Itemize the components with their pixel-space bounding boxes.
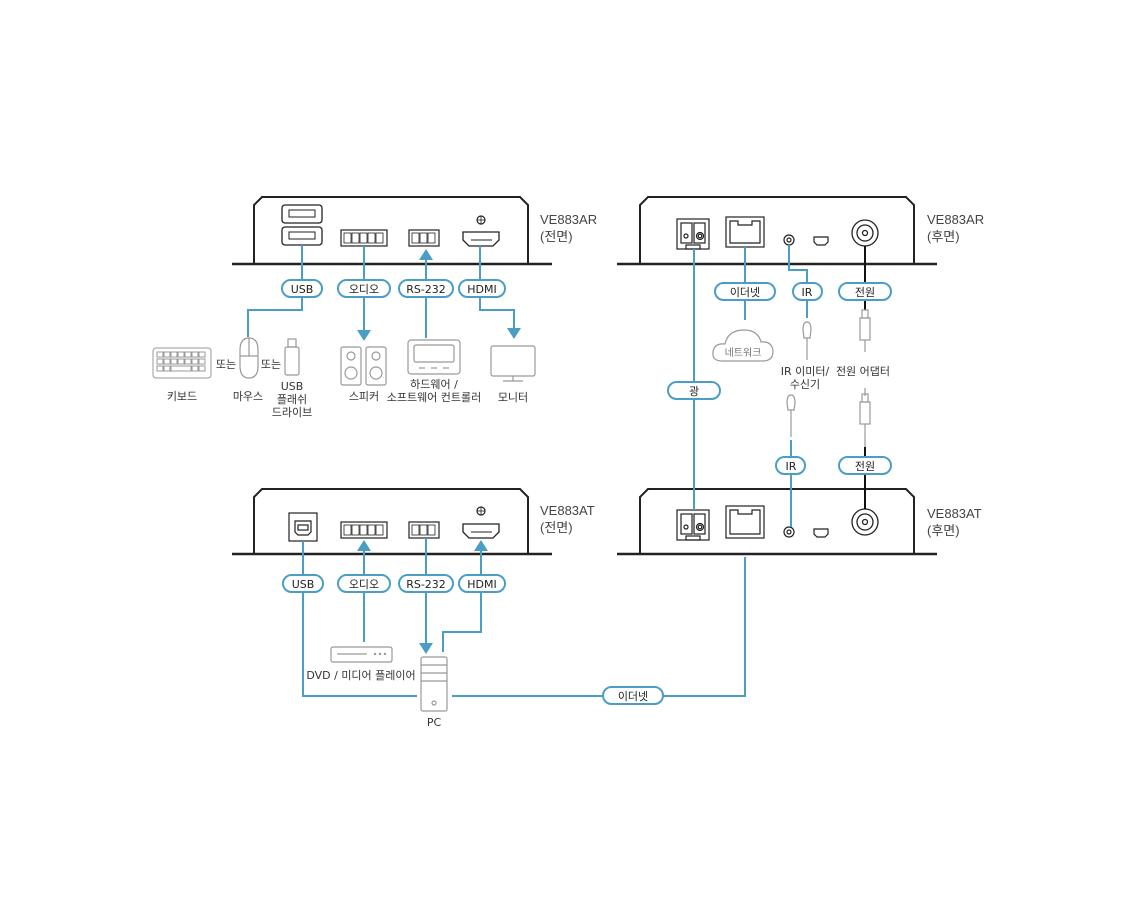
- or-label-2: 또는: [261, 358, 281, 371]
- speaker-label: 스피커: [349, 390, 379, 403]
- ve883at-front-panel: VE883AT (전면): [232, 488, 595, 556]
- svg-text:전원: 전원: [855, 286, 875, 299]
- hdmi-port-icon: [462, 215, 500, 247]
- pill-usb-at: USB: [282, 574, 324, 593]
- pc-icon: [420, 656, 448, 712]
- svg-text:USB: USB: [291, 283, 314, 296]
- power-adapter-label: 전원 어댑터: [836, 365, 890, 378]
- arrow-to-audio: [357, 540, 371, 551]
- audio-terminal-icon: [340, 229, 388, 247]
- ar-front-model: VE883AR: [540, 212, 597, 227]
- fiber-port-icon: [676, 218, 710, 250]
- usb-flash-label-2: 플래쉬: [277, 393, 307, 406]
- pill-ir-ar: IR: [792, 282, 823, 301]
- ir-device-label-1: IR 이미터/: [781, 365, 830, 378]
- at-front-side: (전면): [540, 520, 573, 535]
- pill-ir-at: IR: [775, 456, 806, 475]
- ar-front-side: (전면): [540, 229, 573, 244]
- pill-rs232-ar: RS-232: [398, 279, 454, 298]
- mouse-icon: [239, 337, 259, 379]
- network-label: 네트워크: [725, 346, 762, 359]
- ve883at-rear-panel: VE883AT (후면): [617, 488, 982, 556]
- mini-usb-port-icon: [813, 528, 829, 538]
- mini-usb-port-icon: [813, 236, 829, 246]
- pill-hdmi-at: HDMI: [458, 574, 506, 593]
- pc-label: PC: [427, 716, 442, 729]
- svg-text:이더넷: 이더넷: [618, 690, 648, 703]
- pill-ethernet-bottom: 이더넷: [602, 686, 664, 705]
- usb-flash-label-3: 드라이브: [272, 406, 312, 419]
- audio-terminal-icon: [340, 521, 388, 539]
- ar-rear-side: (후면): [927, 229, 960, 244]
- svg-text:USB: USB: [292, 578, 315, 591]
- hdmi-port-icon: [462, 506, 500, 539]
- controller-label-1: 하드웨어 /: [410, 377, 458, 391]
- monitor-icon: [490, 345, 536, 382]
- svg-text:이더넷: 이더넷: [730, 286, 760, 299]
- pill-audio-at: 오디오: [337, 574, 391, 593]
- dvd-label: DVD / 미디어 플레이어: [306, 669, 415, 682]
- ve883ar-rear-panel: VE883AR (후면): [617, 196, 984, 266]
- power-adapter-plug-icon: [859, 388, 871, 447]
- svg-text:HDMI: HDMI: [467, 283, 496, 296]
- fiber-port-icon: [676, 509, 710, 541]
- svg-text:오디오: 오디오: [349, 578, 379, 591]
- controller-icon: [407, 339, 461, 375]
- ir-receiver-icon: [786, 394, 796, 437]
- power-jack-icon: [851, 508, 879, 536]
- rs232-terminal-icon: [408, 229, 440, 247]
- power-adapter-plug-icon: [859, 309, 871, 352]
- speaker-icon: [340, 346, 387, 386]
- svg-text:RS-232: RS-232: [406, 578, 446, 591]
- at-rear-model: VE883AT: [927, 506, 982, 521]
- at-front-model: VE883AT: [540, 503, 595, 518]
- ar-rear-model: VE883AR: [927, 212, 984, 227]
- svg-text:전원: 전원: [855, 460, 875, 473]
- arrow-to-pc: [419, 643, 433, 654]
- arrow-to-hdmi: [474, 540, 488, 551]
- usb-flash-label-1: USB: [281, 380, 304, 393]
- keyboard-label: 키보드: [167, 390, 197, 403]
- ethernet-port-icon: [725, 216, 765, 248]
- controller-label-2: 소프트웨어 컨트롤러: [387, 391, 482, 404]
- ir-device-label-2: 수신기: [790, 378, 820, 391]
- svg-text:RS-232: RS-232: [406, 283, 446, 296]
- ve883ar-front-panel: VE883AR (전면): [232, 196, 597, 266]
- pill-hdmi-ar: HDMI: [458, 279, 506, 298]
- pill-rs232-at: RS-232: [398, 574, 454, 593]
- svg-text:HDMI: HDMI: [467, 578, 496, 591]
- mouse-label: 마우스: [233, 390, 263, 403]
- ethernet-port-icon: [725, 505, 765, 539]
- pill-audio-ar: 오디오: [337, 279, 391, 298]
- svg-text:오디오: 오디오: [349, 283, 379, 296]
- arrow-to-speaker: [357, 330, 371, 341]
- or-label-1: 또는: [216, 358, 236, 371]
- monitor-label: 모니터: [498, 391, 528, 404]
- pill-usb-ar: USB: [281, 279, 323, 298]
- svg-text:광: 광: [689, 385, 699, 398]
- arrow-to-rs232: [419, 249, 433, 260]
- pill-power-at: 전원: [838, 456, 892, 475]
- rs232-terminal-icon: [408, 521, 440, 539]
- arrow-to-monitor: [507, 328, 521, 339]
- ir-emitter-icon: [802, 321, 812, 360]
- at-rear-side: (후면): [927, 523, 960, 538]
- dvd-player-icon: [330, 646, 393, 663]
- network-cloud-icon: [712, 329, 774, 362]
- power-jack-icon: [851, 219, 879, 247]
- ir-jack-icon: [783, 234, 795, 246]
- usb-a-port-icon: [281, 204, 323, 246]
- pill-ethernet-ar: 이더넷: [714, 282, 776, 301]
- keyboard-icon: [152, 347, 212, 379]
- ir-jack-icon: [783, 526, 795, 538]
- svg-text:IR: IR: [786, 460, 797, 473]
- pill-power-ar: 전원: [838, 282, 892, 301]
- usb-flash-drive-icon: [284, 338, 300, 376]
- usb-b-port-icon: [288, 512, 318, 542]
- svg-text:IR: IR: [802, 286, 813, 299]
- pill-fiber: 광: [667, 381, 721, 400]
